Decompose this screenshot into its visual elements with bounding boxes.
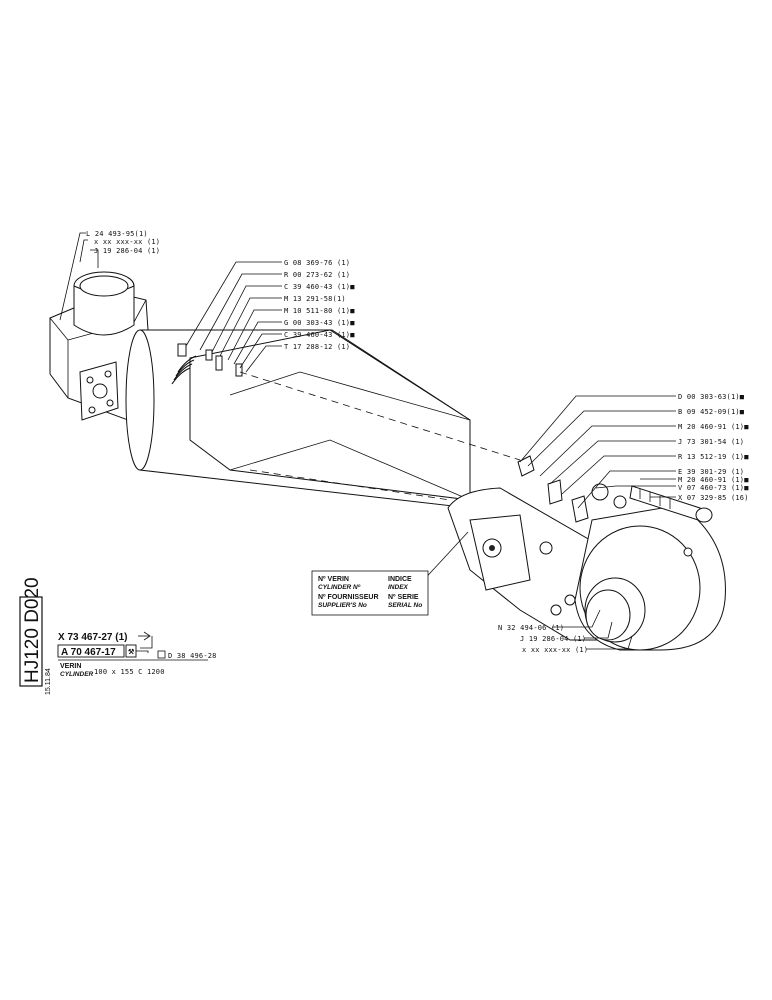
label-r-2: M 20 460-91 (1)■ <box>678 423 749 431</box>
info-indice: INDICE <box>388 576 412 583</box>
info-cylinder-no: CYLINDER Nº <box>318 584 361 591</box>
right-labels: D 00 303-63(1)■ B 09 452-09(1)■ M 20 460… <box>678 393 749 502</box>
label-um-4: M 10 511-80 (1)■ <box>284 307 355 315</box>
bottom-right-labels: N 32 494-06 (1) J 19 286-04 (1) x xx xxx… <box>498 624 588 654</box>
label-um-6: C 39 460-43 (1)■ <box>284 331 355 339</box>
label-r-0: D 00 303-63(1)■ <box>678 393 745 401</box>
cylinder-info-box: Nº VERIN CYLINDER Nº INDICE INDEX Nº FOU… <box>311 570 429 616</box>
spec: 100 x 155 C 1200 <box>94 668 165 676</box>
info-no-serie: Nº SERIE <box>388 594 419 601</box>
top-left-labels: L 24 493-95(1) x xx xxx-xx (1) J 19 286-… <box>86 230 160 255</box>
cylinder-drawing <box>49 271 726 651</box>
upper-mid-labels: G 08 369-76 (1) R 00 273-62 (1) C 39 460… <box>284 259 355 351</box>
ref-side: D 38 496-28 <box>168 652 217 660</box>
leader-lines <box>59 232 676 650</box>
sheet-id-block: HJ120 D020 15.11.84 <box>19 577 52 695</box>
label-br-2: x xx xxx-xx (1) <box>522 646 588 654</box>
label-um-2: C 39 460-43 (1)■ <box>284 283 355 291</box>
sheet-id: HJ120 D020 <box>22 577 43 683</box>
name-en: CYLINDER <box>60 671 94 678</box>
label-r-8: X 07 329-85 (16) <box>678 494 749 502</box>
info-suppliers-no: SUPPLIER'S No <box>318 602 367 609</box>
label-r-1: B 09 452-09(1)■ <box>678 408 745 416</box>
label-tl-0: L 24 493-95(1) <box>86 230 148 238</box>
info-no-fournisseur: Nº FOURNISSEUR <box>318 594 379 601</box>
name-fr: VERIN <box>60 663 81 670</box>
info-no-verin: Nº VERIN <box>318 576 349 583</box>
label-um-3: M 13 291-58(1) <box>284 295 346 303</box>
label-um-1: R 00 273-62 (1) <box>284 271 350 279</box>
label-um-5: G 00 303-43 (1)■ <box>284 319 355 327</box>
label-r-6: M 20 460-91 (1)■ <box>678 476 749 484</box>
date-stamp: 15.11.84 <box>45 668 52 695</box>
label-r-5: E 39 301-29 (1) <box>678 468 744 476</box>
label-tl-1: x xx xxx-xx (1) <box>94 238 160 246</box>
label-um-7: T 17 288-12 (1) <box>284 343 350 351</box>
part-reference-block: X 73 467-27 (1) A 70 467-17 ⚒ D 38 496-2… <box>57 631 217 678</box>
label-r-4: R 13 512-19 (1)■ <box>678 453 749 461</box>
label-tl-2: J 19 286-04 (1) <box>94 247 160 255</box>
label-br-1: J 19 286-04 (1) <box>520 635 586 643</box>
label-um-0: G 08 369-76 (1) <box>284 259 350 267</box>
label-br-0: N 32 494-06 (1) <box>498 624 564 632</box>
info-serial-no: SERIAL No <box>388 602 422 609</box>
info-index: INDEX <box>388 584 409 591</box>
tool-icon: ⚒ <box>128 648 135 656</box>
ref-top: X 73 467-27 (1) <box>58 632 128 643</box>
ref-main: A 70 467-17 <box>61 647 116 658</box>
label-r-3: J 73 301-54 (1) <box>678 438 744 446</box>
piston-rod <box>229 371 471 421</box>
label-r-7: V 07 460-73 (1)■ <box>678 484 749 492</box>
